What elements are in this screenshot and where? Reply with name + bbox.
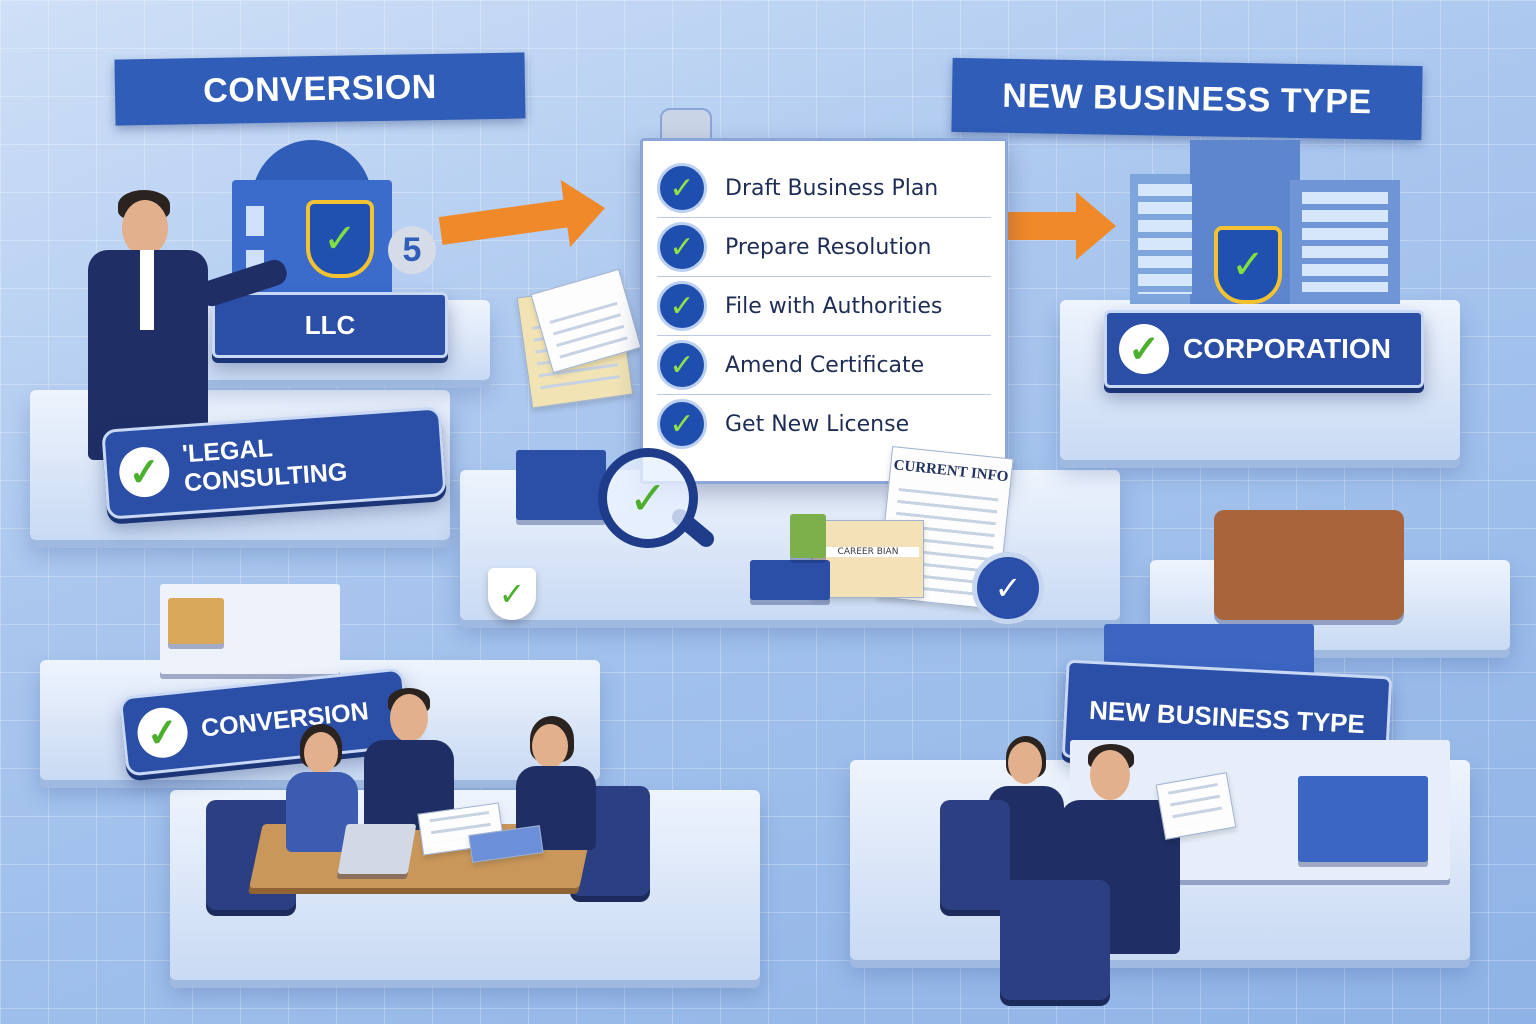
banner-conversion: CONVERSION <box>114 52 526 126</box>
laptop <box>337 824 417 874</box>
tag-corporation: CORPORATION <box>1104 310 1424 388</box>
checklist-item: File with Authorities <box>657 277 991 336</box>
banner-new-business-type-label: NEW BUSINESS TYPE <box>1002 76 1372 121</box>
check-icon <box>657 222 707 272</box>
checklist-item: Get New License <box>657 395 991 453</box>
magnifier-check-icon <box>598 448 698 548</box>
briefcase-desk <box>1214 510 1404 620</box>
arrow-right-icon <box>1000 192 1116 260</box>
office-chair-right <box>1000 880 1110 1000</box>
seal-check-icon <box>972 552 1044 624</box>
presenter-person <box>70 190 290 460</box>
document-card: CAREER BIAN <box>812 520 924 598</box>
checklist-card: Draft Business Plan Prepare Resolution F… <box>640 138 1008 484</box>
document-current-info-title: CURRENT INFO <box>892 457 1010 486</box>
check-icon <box>657 399 707 449</box>
checklist-item: Draft Business Plan <box>657 159 991 218</box>
check-icon <box>657 340 707 390</box>
binder-green <box>790 514 826 558</box>
document-card-label: CAREER BIAN <box>817 547 919 557</box>
check-icon <box>117 445 171 499</box>
tag-llc-label: LLC <box>304 309 356 340</box>
tag-llc: LLC <box>212 292 448 358</box>
tag-corporation-label: CORPORATION <box>1183 333 1391 364</box>
tag-legal-consulting-label: 'LEGAL CONSULTING <box>181 434 349 498</box>
check-icon <box>657 281 707 331</box>
folder-box <box>168 598 224 644</box>
checklist-item-label: Amend Certificate <box>725 352 925 378</box>
banner-new-business-type: NEW BUSINESS TYPE <box>951 57 1423 141</box>
meeting-person-woman-right <box>510 716 600 850</box>
banner-conversion-label: CONVERSION <box>202 67 438 110</box>
checklist-item: Prepare Resolution <box>657 218 991 277</box>
meeting-person-man-center <box>356 688 456 830</box>
shield-check-icon <box>1214 226 1282 304</box>
checklist-item: Amend Certificate <box>657 336 991 395</box>
shield-check-icon <box>306 200 374 278</box>
checklist-item-label: Prepare Resolution <box>725 234 932 260</box>
checklist-item-label: File with Authorities <box>725 293 943 319</box>
check-icon <box>1119 324 1169 374</box>
llc-number-icon: 5 <box>388 226 436 274</box>
check-icon <box>657 163 707 213</box>
checklist-item-label: Get New License <box>725 411 910 437</box>
check-icon <box>135 705 191 761</box>
shield-check-icon <box>488 568 536 620</box>
counter-window <box>1298 776 1428 862</box>
binder-stack <box>750 560 830 600</box>
file-box <box>516 450 606 520</box>
checklist-item-label: Draft Business Plan <box>725 175 939 201</box>
office-chair-left <box>940 800 1010 910</box>
tag-new-business-type-label: NEW BUSINESS TYPE <box>1088 694 1366 739</box>
